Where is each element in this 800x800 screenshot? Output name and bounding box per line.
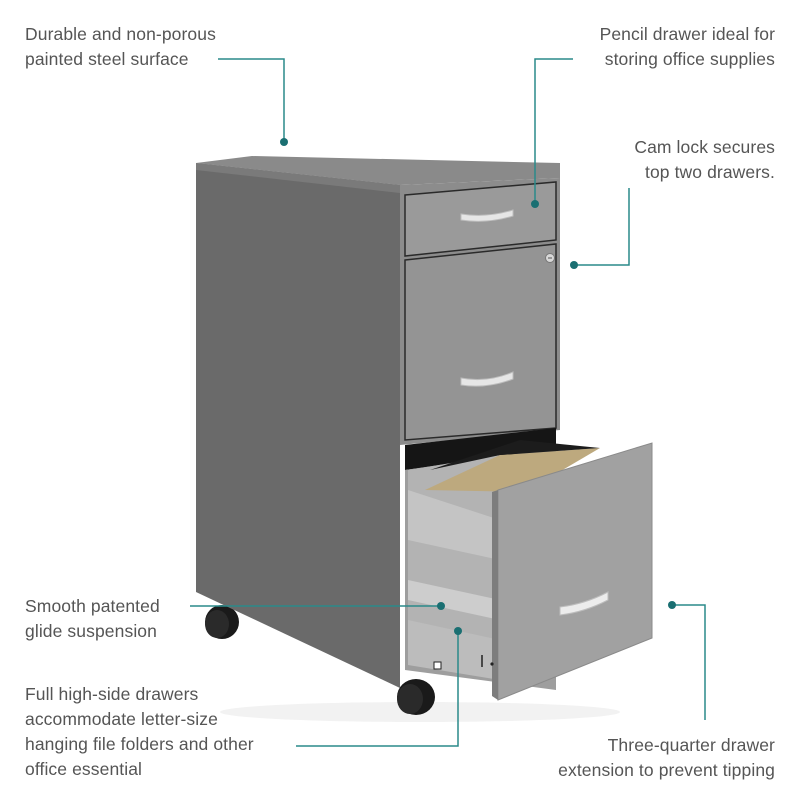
callout-cam-lock: Cam lock secures top two drawers. (634, 135, 775, 185)
callout-glide-line-1: Smooth patented (25, 596, 160, 616)
callout-high-side-line-1: Full high-side drawers (25, 684, 199, 704)
callout-extension: Three-quarter drawer extension to preven… (558, 733, 775, 783)
callout-dot-pencil-drawer (531, 200, 539, 208)
callout-glide-line-2: glide suspension (25, 621, 157, 641)
bottom-file-drawer-open[interactable] (408, 440, 653, 701)
callout-high-side-line-3: hanging file folders and other (25, 734, 254, 754)
callout-surface: Durable and non-porous painted steel sur… (25, 22, 216, 72)
callout-pencil-drawer-line-1: Pencil drawer ideal for (599, 24, 775, 44)
callout-surface-line-1: Durable and non-porous (25, 24, 216, 44)
callout-dot-glide (437, 602, 445, 610)
caster-rear-left (205, 605, 239, 639)
callout-dot-surface (280, 138, 288, 146)
glide-rail (408, 580, 500, 620)
callout-high-side-line-2: accommodate letter-size (25, 709, 218, 729)
callout-high-side-line-4: office essential (25, 759, 143, 779)
callout-dot-high-side (454, 627, 462, 635)
hanging-file-folders (425, 448, 600, 492)
callout-extension-line-2: extension to prevent tipping (558, 760, 775, 780)
middle-drawer-handle (460, 371, 514, 387)
middle-file-drawer[interactable] (404, 243, 557, 441)
callout-pencil-drawer: Pencil drawer ideal for storing office s… (600, 22, 775, 72)
pencil-drawer[interactable] (404, 181, 557, 257)
caster-front (397, 679, 435, 715)
callout-dots (280, 138, 676, 635)
callout-cam-lock-line-1: Cam lock secures (634, 137, 775, 157)
callout-high-side: Full high-side drawers accommodate lette… (25, 682, 254, 782)
pencil-drawer-handle (460, 209, 514, 222)
callout-leaders (190, 58, 706, 747)
callout-cam-lock-line-2: top two drawers. (645, 162, 775, 182)
cabinet-top (196, 156, 560, 185)
callout-dot-extension (668, 601, 676, 609)
bottom-drawer-handle (559, 591, 609, 616)
callout-extension-line-1: Three-quarter drawer (607, 735, 775, 755)
cabinet-side-panel (196, 163, 400, 688)
callout-glide: Smooth patented glide suspension (25, 594, 160, 644)
callout-dot-cam-lock (570, 261, 578, 269)
callout-surface-line-2: painted steel surface (25, 49, 189, 69)
callout-pencil-drawer-line-2: storing office supplies (604, 49, 775, 69)
